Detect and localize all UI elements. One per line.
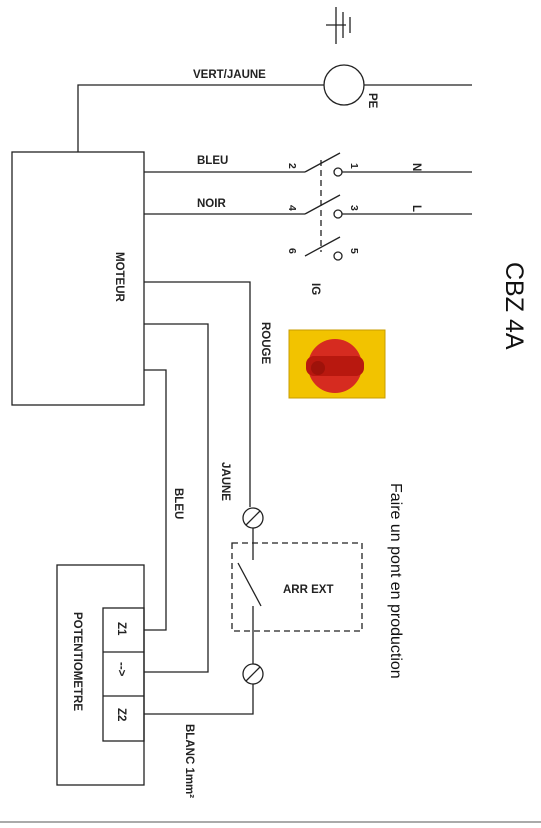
yellow-wire-label: JAUNE bbox=[219, 462, 231, 501]
red-wire-label: ROUGE bbox=[259, 322, 271, 365]
supply-n-label: N bbox=[410, 163, 422, 171]
terminal-2: 2 bbox=[286, 163, 298, 169]
pot-terminal-arrow: --> bbox=[115, 662, 127, 677]
blue-wire-top-label: BLEU bbox=[197, 155, 228, 167]
terminal-screw-top bbox=[242, 507, 264, 529]
pot-terminal-z1: Z1 bbox=[115, 622, 127, 636]
supply-l-label: L bbox=[410, 205, 422, 212]
earth-wire-label: VERT/JAUNE bbox=[193, 69, 266, 81]
main-switch bbox=[304, 152, 343, 261]
ground-symbol bbox=[326, 7, 351, 44]
motor-label: MOTEUR bbox=[113, 252, 125, 303]
potentiometer-label: POTENTIOMETRE bbox=[71, 612, 83, 711]
selector-switch-graphic bbox=[288, 329, 386, 399]
terminal-1: 1 bbox=[348, 163, 360, 169]
pe-label: PE bbox=[366, 93, 378, 109]
red-wire bbox=[144, 281, 251, 507]
blue-wire-bottom bbox=[144, 369, 167, 631]
terminal-6: 6 bbox=[286, 248, 298, 254]
blue-wire-bottom-label: BLEU bbox=[172, 488, 184, 519]
ext-switch-contact bbox=[237, 562, 262, 607]
pe-terminal bbox=[323, 64, 365, 106]
switch-label: IG bbox=[309, 283, 321, 295]
white-wire bbox=[144, 684, 254, 715]
yellow-wire bbox=[144, 323, 209, 673]
earth-wire bbox=[77, 84, 324, 152]
production-note: Faire un pont en production bbox=[387, 483, 404, 679]
motor-box bbox=[11, 151, 145, 406]
pot-terminal-z2: Z2 bbox=[115, 708, 127, 721]
terminal-screw-bottom bbox=[242, 663, 264, 685]
ext-stop-label: ARR EXT bbox=[283, 584, 333, 596]
ext-stop-box bbox=[231, 542, 363, 632]
potentiometer-box bbox=[56, 564, 145, 786]
terminal-4: 4 bbox=[286, 205, 298, 211]
black-wire-label: NOIR bbox=[197, 198, 226, 210]
diagram-title: CBZ 4A bbox=[500, 262, 528, 350]
pot-terminal-block bbox=[102, 607, 145, 742]
terminal-5: 5 bbox=[348, 248, 360, 254]
terminal-3: 3 bbox=[348, 205, 360, 211]
white-wire-label: BLANC 1mm² bbox=[183, 724, 195, 798]
